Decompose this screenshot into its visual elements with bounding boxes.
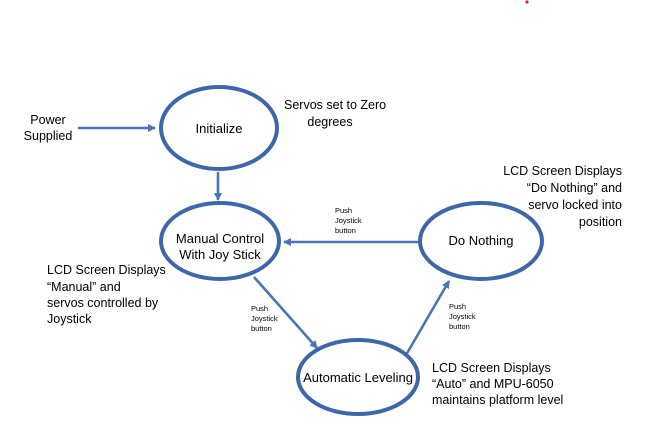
power-supplied-line2: Supplied <box>24 129 73 143</box>
do-nothing-label: Do Nothing <box>448 233 513 248</box>
manual-note-line4: Joystick <box>47 312 92 326</box>
edge-label-manual-auto-line2: Joystick <box>251 314 278 323</box>
initialize-label: Initialize <box>196 121 243 136</box>
manual-note-line2: “Manual” and <box>47 280 121 294</box>
edge-label-nothing-manual-line2: Joystick <box>335 216 362 225</box>
nothing-note-line2: “Do Nothing” and <box>527 181 622 195</box>
node-automatic-leveling <box>296 338 420 416</box>
node-manual-control <box>159 201 281 281</box>
edge-label-auto-nothing-line2: Joystick <box>449 312 476 321</box>
edge-label-manual-auto-line1: Push <box>251 304 268 313</box>
node-do-nothing <box>418 201 544 281</box>
edge-label-nothing-manual-line1: Push <box>335 206 352 215</box>
node-initialize <box>159 85 279 171</box>
auto-note-line1: LCD Screen Displays <box>432 361 551 375</box>
manual-to-auto-arrow <box>253 276 318 349</box>
auto-to-nothing-arrow <box>404 280 451 356</box>
manual-control-label-line1: Manual Control <box>176 231 264 246</box>
automatic-leveling-label: Automatic Leveling <box>303 370 413 385</box>
edge-label-auto-nothing-line1: Push <box>449 302 466 311</box>
initialize-note-line2: degrees <box>307 115 352 129</box>
nothing-note-line1: LCD Screen Displays <box>503 164 622 178</box>
edge-label-manual-auto-line3: button <box>251 324 272 333</box>
manual-note-line3: servos controlled by <box>47 296 159 310</box>
corner-dot <box>525 0 529 4</box>
auto-note-line2: “Auto” and MPU-6050 <box>432 377 554 391</box>
manual-note-line1: LCD Screen Displays <box>47 263 166 277</box>
nothing-note-line4: position <box>579 215 622 229</box>
initialize-note-line1: Servos set to Zero <box>284 98 386 112</box>
edge-label-nothing-manual-line3: button <box>335 226 356 235</box>
power-supplied-line1: Power <box>30 113 65 127</box>
edge-label-auto-nothing-line3: button <box>449 322 470 331</box>
nothing-note-line3: servo locked into <box>528 198 622 212</box>
manual-control-label-line2: With Joy Stick <box>179 247 261 262</box>
auto-note-line3: maintains platform level <box>432 393 563 407</box>
